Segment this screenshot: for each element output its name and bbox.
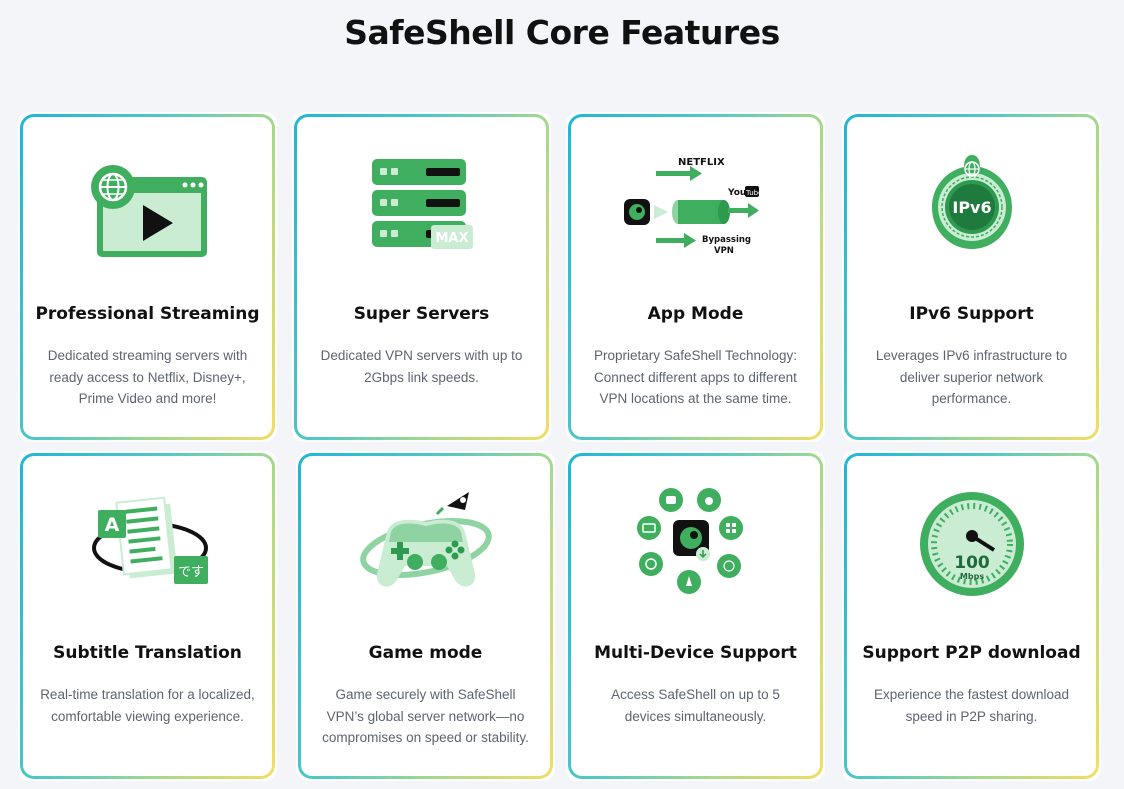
card-title: Subtitle Translation (53, 643, 242, 663)
card-title: Professional Streaming (35, 304, 260, 324)
card-description: Access SafeShell on up to 5 devices simu… (611, 687, 780, 724)
feature-card-p2p: 100 Mbps Support P2P download Experience… (844, 453, 1099, 779)
svg-text:VPN: VPN (714, 246, 734, 256)
app-mode-icon: NETFLIX You Tube Bypassing VPN (571, 139, 820, 269)
card-title: IPv6 Support (909, 304, 1034, 324)
svg-text:Tube: Tube (745, 189, 762, 197)
card-title: App Mode (647, 304, 744, 324)
feature-card-devices: Multi-Device Support Access SafeShell on… (568, 453, 823, 779)
servers-icon: MAX (297, 139, 546, 269)
svg-text:NETFLIX: NETFLIX (678, 157, 725, 168)
svg-text:100: 100 (954, 553, 990, 573)
feature-card-game: Game mode Game securely with SafeShell V… (298, 453, 553, 779)
card-description: Dedicated streaming servers with ready a… (47, 348, 248, 406)
feature-card-app-mode: NETFLIX You Tube Bypassing VPN App Mode … (568, 114, 823, 440)
svg-text:You: You (727, 188, 746, 198)
card-title: Game mode (368, 643, 483, 663)
svg-text:IPv6: IPv6 (952, 198, 991, 217)
card-description: Leverages IPv6 infrastructure to deliver… (875, 348, 1068, 406)
page-title: SafeShell Core Features (344, 13, 780, 52)
translation-icon: A です (23, 478, 272, 608)
speedometer-icon: 100 Mbps (847, 478, 1096, 608)
card-description: Experience the fastest download speed in… (873, 687, 1070, 724)
streaming-icon (23, 139, 272, 269)
card-description: Game securely with SafeShell VPN’s globa… (322, 687, 529, 745)
feature-card-translation: A です Subtitle Translation Real-time tran… (20, 453, 275, 779)
svg-text:Mbps: Mbps (959, 572, 983, 581)
ipv6-icon: IPv6 (847, 139, 1096, 269)
feature-card-ipv6: IPv6 IPv6 Support Leverages IPv6 infrast… (844, 114, 1099, 440)
svg-text:です: です (177, 565, 203, 580)
card-description: Dedicated VPN servers with up to 2Gbps l… (320, 348, 523, 385)
card-title: Support P2P download (862, 643, 1081, 663)
gamepad-icon (301, 478, 550, 608)
feature-card-servers: MAX Super Servers Dedicated VPN servers … (294, 114, 549, 440)
max-badge: MAX (435, 231, 468, 246)
svg-text:Bypassing: Bypassing (702, 235, 751, 245)
feature-card-streaming: Professional Streaming Dedicated streami… (20, 114, 275, 440)
card-description: Proprietary SafeShell Technology: Connec… (593, 348, 798, 406)
card-title: Multi-Device Support (594, 643, 797, 663)
card-title: Super Servers (353, 304, 490, 324)
svg-text:A: A (104, 514, 119, 536)
card-description: Real-time translation for a localized, c… (40, 687, 255, 724)
devices-icon (571, 478, 820, 608)
